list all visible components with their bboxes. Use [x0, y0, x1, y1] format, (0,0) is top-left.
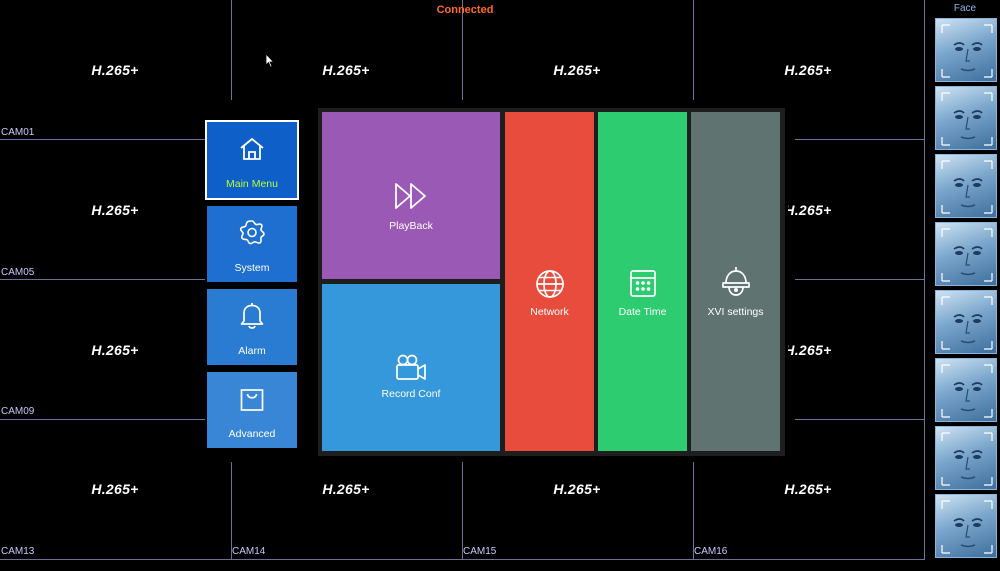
video-camera-icon — [396, 354, 426, 380]
system-button[interactable]: System — [207, 206, 297, 282]
advanced-button[interactable]: Advanced — [207, 372, 297, 448]
grid-line — [0, 279, 205, 280]
grid-line — [0, 139, 205, 140]
calendar-icon — [629, 270, 656, 297]
record-conf-label: Record Conf — [381, 388, 441, 400]
face-panel: Face — [930, 0, 1000, 571]
globe-icon — [535, 270, 564, 298]
cam-label: CAM16 — [694, 546, 728, 557]
face-icon — [941, 296, 993, 350]
grid-line — [795, 279, 925, 280]
cam02-codec: H.265+ — [322, 62, 370, 78]
face-thumbnail[interactable] — [935, 18, 997, 82]
gear-icon — [239, 220, 265, 245]
face-panel-title: Face — [953, 3, 977, 14]
face-thumbnail[interactable] — [935, 154, 997, 218]
face-icon — [941, 228, 993, 282]
dome-camera-icon — [721, 267, 750, 296]
cam-label: CAM15 — [463, 546, 497, 557]
face-icon — [941, 500, 993, 554]
grid-line — [924, 0, 925, 560]
alarm-label: Alarm — [238, 345, 266, 357]
system-label: System — [234, 262, 270, 274]
cam08-codec: H.265+ — [788, 202, 832, 218]
shopping-bag-icon — [240, 389, 264, 411]
cam01-codec: H.265+ — [91, 62, 139, 78]
network-label: Network — [530, 306, 569, 318]
face-thumbnail[interactable] — [935, 222, 997, 286]
camera-grid: H.265+ H.265+ H.265+ H.265+ H.265+ H.265… — [0, 0, 925, 560]
grid-line — [693, 462, 694, 560]
advanced-label: Advanced — [228, 428, 276, 440]
cam13-codec: H.265+ — [91, 481, 139, 497]
cam-label: CAM05 — [1, 267, 35, 278]
cam15-codec: H.265+ — [553, 481, 601, 497]
face-thumbnail[interactable] — [935, 426, 997, 490]
cam05-codec: H.265+ — [91, 202, 139, 218]
cam03-codec: H.265+ — [553, 62, 601, 78]
face-icon — [941, 24, 993, 78]
date-time-tile[interactable]: Date Time — [598, 112, 687, 451]
face-icon — [941, 160, 993, 214]
record-conf-tile[interactable]: Record Conf — [322, 284, 500, 451]
playback-tile[interactable]: PlayBack — [322, 112, 500, 279]
xvi-settings-label: XVI settings — [707, 306, 764, 318]
grid-line — [795, 139, 925, 140]
playback-label: PlayBack — [389, 220, 433, 232]
face-icon — [941, 364, 993, 418]
face-thumbnail[interactable] — [935, 494, 997, 558]
xvi-settings-tile[interactable]: XVI settings — [691, 112, 780, 451]
home-icon — [240, 138, 264, 160]
network-tile[interactable]: Network — [505, 112, 594, 451]
connection-status: Connected — [436, 4, 494, 16]
cam-label: CAM13 — [1, 546, 35, 557]
face-thumbnail[interactable] — [935, 290, 997, 354]
bell-icon — [240, 303, 264, 329]
grid-line — [462, 462, 463, 560]
cam-label: CAM14 — [232, 546, 266, 557]
grid-line — [0, 559, 925, 560]
grid-line — [462, 0, 463, 100]
grid-line — [231, 462, 232, 560]
face-icon — [941, 92, 993, 146]
grid-line — [693, 0, 694, 100]
date-time-label: Date Time — [618, 306, 667, 318]
face-thumbnail[interactable] — [935, 86, 997, 150]
grid-line — [795, 419, 925, 420]
alarm-button[interactable]: Alarm — [207, 289, 297, 365]
cam16-codec: H.265+ — [784, 481, 832, 497]
cam04-codec: H.265+ — [784, 62, 832, 78]
right-column-clip: H.265+ H.265+ — [788, 0, 918, 560]
fast-forward-icon — [395, 183, 426, 209]
cam-label: CAM09 — [1, 406, 35, 417]
face-thumbnail[interactable] — [935, 358, 997, 422]
cam-label: CAM01 — [1, 127, 35, 138]
cam12-codec: H.265+ — [788, 342, 832, 358]
cam14-codec: H.265+ — [322, 481, 370, 497]
main-menu-button[interactable]: Main Menu — [205, 120, 299, 200]
main-menu-label: Main Menu — [226, 178, 278, 190]
cam09-codec: H.265+ — [91, 342, 139, 358]
grid-line — [0, 419, 205, 420]
main-menu-panel: PlayBack Record Conf Network Date Time — [318, 108, 785, 456]
face-icon — [941, 432, 993, 486]
grid-line — [231, 0, 232, 100]
mouse-cursor-icon — [265, 53, 275, 68]
